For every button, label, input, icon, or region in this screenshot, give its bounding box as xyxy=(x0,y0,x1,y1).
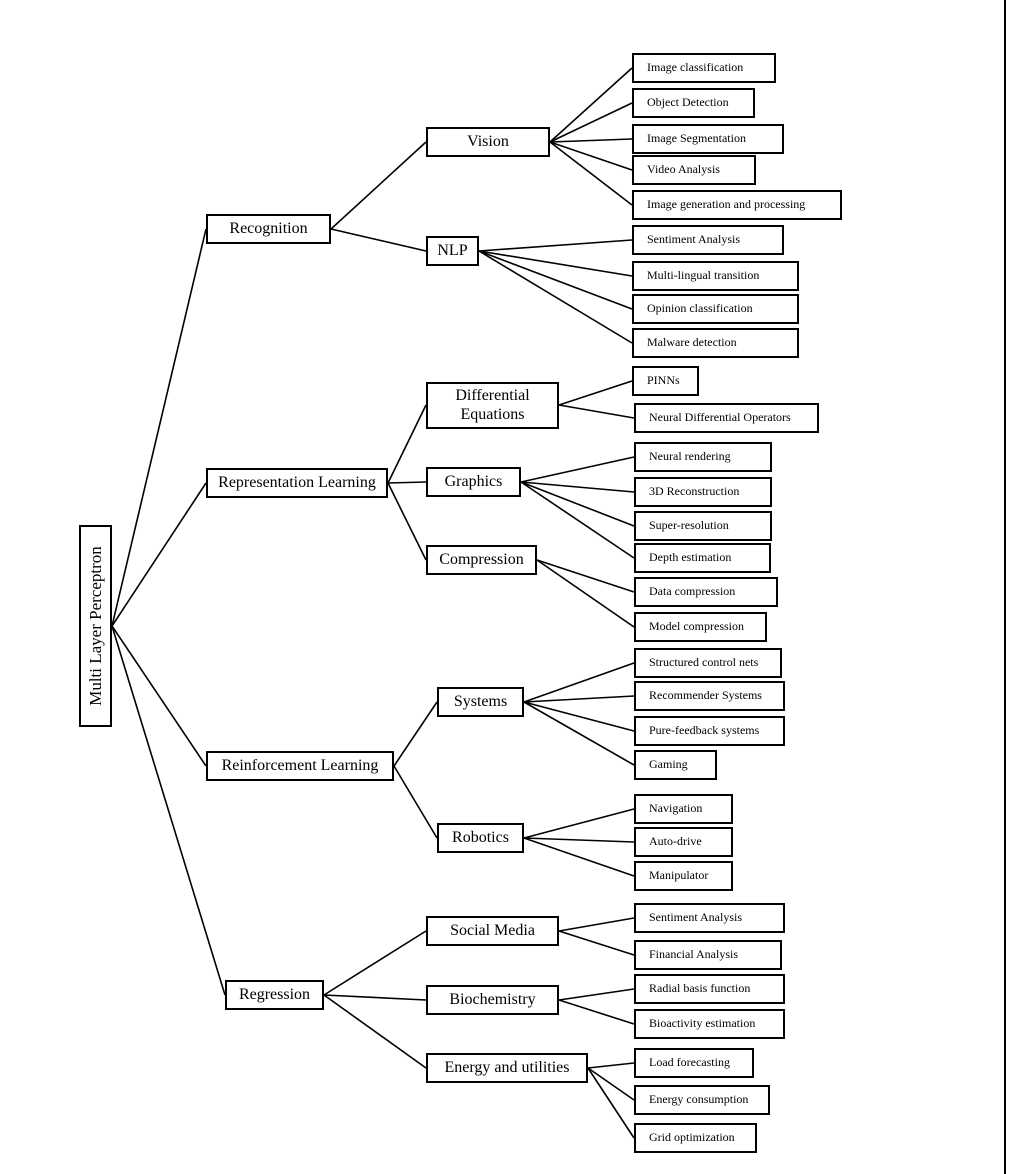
connector-line xyxy=(549,141,633,206)
connector-line xyxy=(520,481,635,527)
connector-line xyxy=(387,404,427,484)
connector-line xyxy=(387,482,427,561)
leaf-sentiment-analysis: Sentiment Analysis xyxy=(632,225,784,255)
category-reinforcement-learning: Reinforcement Learning xyxy=(206,751,394,781)
sub-nlp: NLP xyxy=(426,236,479,266)
leaf-financial-analysis: Financial Analysis xyxy=(634,940,782,970)
connector-line xyxy=(549,102,633,143)
category-representation-learning: Representation Learning xyxy=(206,468,388,498)
leaf-grid-optimization: Grid optimization xyxy=(634,1123,757,1153)
leaf-image-generation: Image generation and processing xyxy=(632,190,842,220)
connector-line xyxy=(520,456,635,483)
leaf-radial-basis-function: Radial basis function xyxy=(634,974,785,1004)
sub-systems: Systems xyxy=(437,687,524,717)
root-label: Multi Layer Perceptron xyxy=(85,546,105,706)
connector-line xyxy=(558,930,635,956)
connector-line xyxy=(111,482,207,627)
category-recognition: Recognition xyxy=(206,214,331,244)
connector-line xyxy=(558,988,635,1001)
connector-line xyxy=(549,138,633,143)
leaf-neural-differential-operators: Neural Differential Operators xyxy=(634,403,819,433)
sub-differential-equations: Differential Equations xyxy=(426,382,559,429)
leaf-opinion-classification: Opinion classification xyxy=(632,294,799,324)
leaf-manipulator: Manipulator xyxy=(634,861,733,891)
root-node: Multi Layer Perceptron xyxy=(79,525,112,727)
connector-line xyxy=(558,999,635,1025)
leaf-object-detection: Object Detection xyxy=(632,88,755,118)
connector-line xyxy=(520,481,635,559)
connector-line xyxy=(478,250,633,344)
connector-line xyxy=(393,765,438,839)
leaf-pure-feedback-systems: Pure-feedback systems xyxy=(634,716,785,746)
connector-line xyxy=(478,239,633,252)
connector-line xyxy=(536,559,635,593)
connector-line xyxy=(523,837,635,843)
leaf-video-analysis: Video Analysis xyxy=(632,155,756,185)
leaf-bioactivity-estimation: Bioactivity estimation xyxy=(634,1009,785,1039)
leaf-auto-drive: Auto-drive xyxy=(634,827,733,857)
connector-line xyxy=(523,837,635,877)
connector-line xyxy=(330,141,427,230)
connector-line xyxy=(478,250,633,310)
sub-energy-utilities: Energy and utilities xyxy=(426,1053,588,1083)
leaf-super-resolution: Super-resolution xyxy=(634,511,772,541)
connector-line xyxy=(523,701,635,732)
leaf-social-sentiment-analysis: Sentiment Analysis xyxy=(634,903,785,933)
connector-line xyxy=(111,625,226,996)
connector-line xyxy=(523,808,635,839)
sub-compression: Compression xyxy=(426,545,537,575)
leaf-multilingual-transition: Multi-lingual transition xyxy=(632,261,799,291)
leaf-load-forecasting: Load forecasting xyxy=(634,1048,754,1078)
connector-line xyxy=(587,1062,635,1069)
leaf-structured-control-nets: Structured control nets xyxy=(634,648,782,678)
leaf-data-compression: Data compression xyxy=(634,577,778,607)
sub-graphics: Graphics xyxy=(426,467,521,497)
connector-line xyxy=(387,481,427,484)
connector-line xyxy=(558,917,635,932)
leaf-image-segmentation: Image Segmentation xyxy=(632,124,784,154)
connector-line xyxy=(520,481,635,493)
connector-line xyxy=(523,695,635,703)
sub-biochemistry: Biochemistry xyxy=(426,985,559,1015)
connector-line xyxy=(393,701,438,767)
connector-line xyxy=(523,701,635,766)
category-regression: Regression xyxy=(225,980,324,1010)
page-border xyxy=(1004,0,1006,1174)
leaf-depth-estimation: Depth estimation xyxy=(634,543,771,573)
leaf-gaming: Gaming xyxy=(634,750,717,780)
connector-line xyxy=(111,228,207,627)
leaf-navigation: Navigation xyxy=(634,794,733,824)
connector-line xyxy=(587,1067,635,1139)
connector-line xyxy=(558,380,633,406)
connector-line xyxy=(478,250,633,277)
connector-line xyxy=(330,228,427,252)
leaf-pinns: PINNs xyxy=(632,366,699,396)
leaf-recommender-systems: Recommender Systems xyxy=(634,681,785,711)
connector-line xyxy=(549,67,633,143)
connector-line xyxy=(558,404,635,419)
sub-robotics: Robotics xyxy=(437,823,524,853)
connector-line xyxy=(536,559,635,628)
connector-line xyxy=(111,625,207,767)
connector-line xyxy=(523,662,635,703)
leaf-model-compression: Model compression xyxy=(634,612,767,642)
sub-social-media: Social Media xyxy=(426,916,559,946)
connector-line xyxy=(323,994,427,1069)
connector-line xyxy=(549,141,633,171)
leaf-energy-consumption: Energy consumption xyxy=(634,1085,770,1115)
sub-vision: Vision xyxy=(426,127,550,157)
connector-line xyxy=(323,930,427,996)
leaf-neural-rendering: Neural rendering xyxy=(634,442,772,472)
leaf-3d-reconstruction: 3D Reconstruction xyxy=(634,477,772,507)
leaf-malware-detection: Malware detection xyxy=(632,328,799,358)
connector-line xyxy=(323,994,427,1001)
leaf-image-classification: Image classification xyxy=(632,53,776,83)
connector-line xyxy=(587,1067,635,1101)
